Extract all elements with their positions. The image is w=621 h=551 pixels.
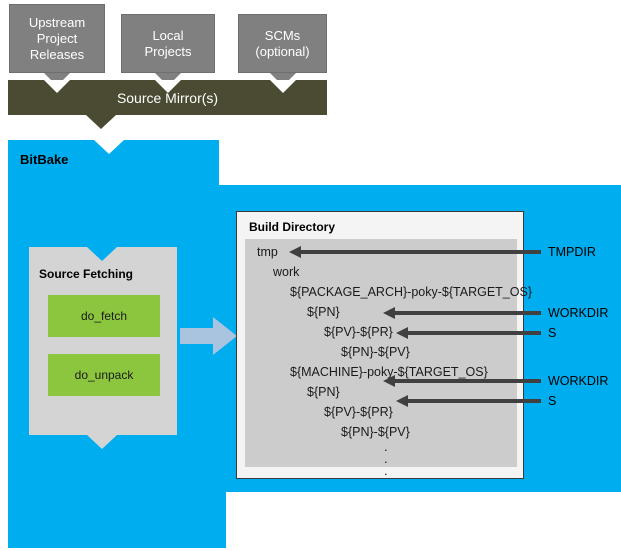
mirror-inlet-notch-scms [270,80,296,93]
source-box-local-projects: Local Projects [121,14,215,73]
source-fetching-inlet-notch [87,247,117,261]
build-directory-tree: tmp work ${PACKAGE_ARCH}-poky-${TARGET_O… [245,239,532,477]
variable-label-tmpdir: TMPDIR [548,245,596,259]
variable-label-s-2: S [548,394,557,408]
tree-row: ${PV}-${PR} [324,405,393,419]
connector-arrow-to-build-directory [180,317,237,355]
pointer-shaft [395,311,541,315]
pointer-arrow-s-2 [396,395,541,407]
variable-label-workdir-1: WORKDIR [548,306,609,320]
bitbake-region-left-column [8,491,226,548]
pointer-shaft [408,399,541,403]
pointer-arrow-tmpdir [289,246,541,258]
build-directory-title: Build Directory [249,220,336,234]
pointer-head [383,375,395,387]
pointer-head [396,395,408,407]
source-box-upstream-project-releases: Upstream Project Releases [9,4,105,73]
variable-label-s-1: S [548,326,557,340]
source-fetching-output-arrow [87,435,117,449]
mirror-output-arrow [86,115,116,129]
tree-row: ${PN}-${PV} [341,425,410,439]
tree-row: ${PN}-${PV} [341,345,410,359]
task-box-do-fetch: do_fetch [48,295,160,337]
pointer-shaft [301,250,541,254]
source-fetching-panel: Source Fetching do_fetch do_unpack [29,247,177,449]
pointer-arrow-s-1 [396,327,541,339]
tree-row: ${MACHINE}-poky-${TARGET_OS} [290,365,488,379]
tree-ellipsis-dot: . [384,439,388,454]
source-mirror-label: Source Mirror(s) [116,89,219,106]
source-box-scms-optional: SCMs (optional) [238,14,327,73]
pointer-head [396,327,408,339]
tree-row: ${PN} [307,305,340,319]
pointer-shaft [395,379,541,383]
mirror-inlet-notch-upstream [44,80,70,93]
source-fetching-title: Source Fetching [39,267,134,281]
pointer-arrow-workdir-2 [383,375,541,387]
tree-row: ${PACKAGE_ARCH}-poky-${TARGET_OS} [290,285,532,299]
tree-row: ${PV}-${PR} [324,325,393,339]
build-directory-panel: Build Directory tmp work ${PACKAGE_ARCH}… [236,211,532,479]
tree-row: ${PN} [307,385,340,399]
bitbake-label: BitBake [20,152,69,167]
task-box-do-unpack: do_unpack [48,354,160,396]
mirror-inlet-notch-local [155,80,181,93]
tree-row: tmp [257,245,278,259]
tree-ellipsis-dot: . [384,463,388,478]
tree-ellipsis-dot: . [384,451,388,466]
pointer-head [289,246,301,258]
pointer-arrow-workdir-1 [383,307,541,319]
bitbake-inlet-notch [94,140,124,154]
variable-label-workdir-2: WORKDIR [548,374,609,388]
pointer-head [383,307,395,319]
tree-row: work [273,265,300,279]
pointer-shaft [408,331,541,335]
